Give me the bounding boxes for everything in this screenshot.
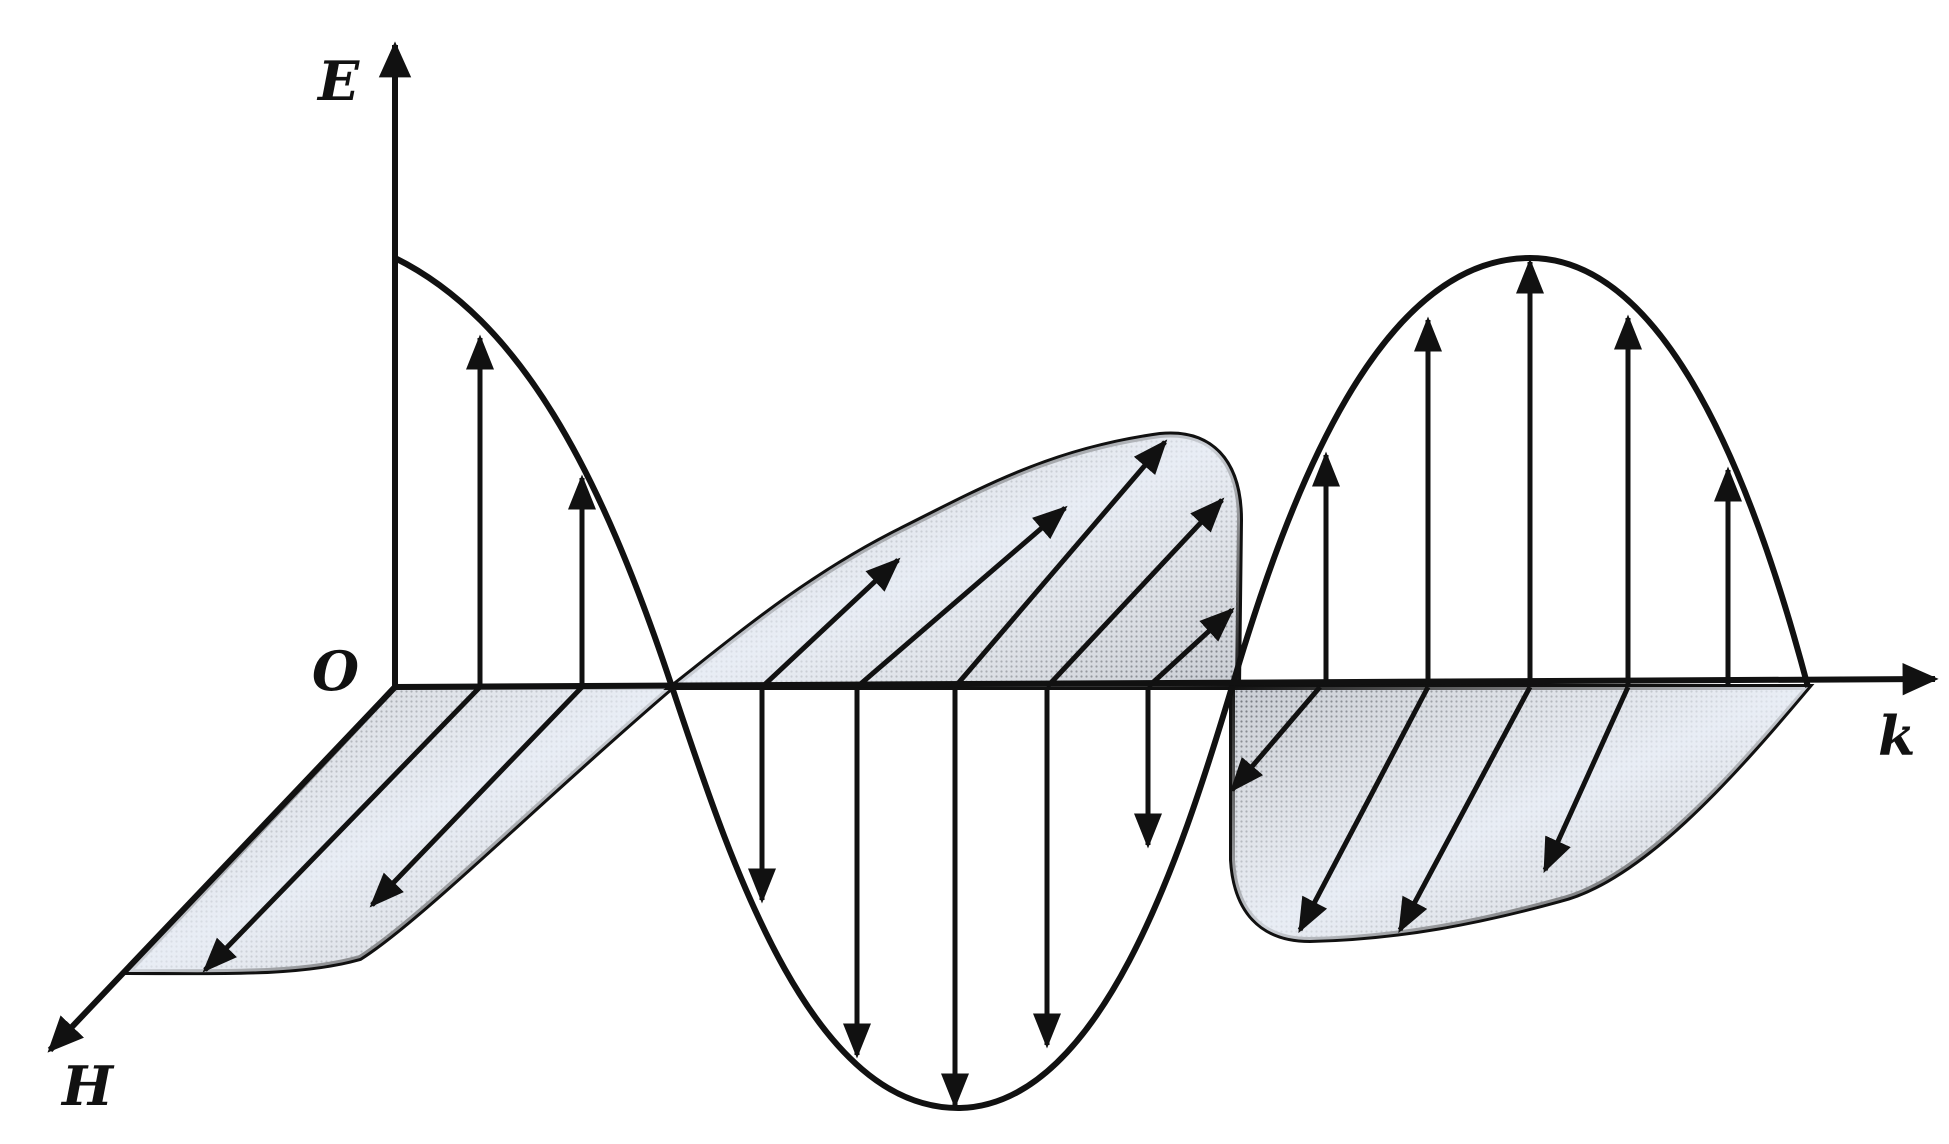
h-field-arrow: [1045, 497, 1225, 689]
e-wave-curve: [393, 254, 1811, 1112]
e-field: [393, 254, 1811, 1112]
e-axis-label: E: [316, 49, 360, 113]
h-field-arrow: [1146, 607, 1235, 689]
h-axis: [47, 684, 398, 1053]
h-field-arrows: [202, 439, 1631, 973]
h-axis-label: H: [60, 1054, 115, 1118]
h-field-arrow: [369, 685, 584, 908]
h-field-arrow: [1297, 685, 1431, 934]
h-lobe-1-sheen: [128, 687, 672, 973]
h-field-arrow: [855, 505, 1068, 689]
e-field-arrows: [466, 258, 1742, 1109]
h-field: [121, 431, 1815, 976]
origin-label: O: [312, 639, 359, 703]
h-field-arrow: [760, 557, 901, 689]
h-field-arrow: [953, 439, 1168, 689]
k-axis: [394, 662, 1939, 696]
h-field-arrow: [1229, 685, 1322, 793]
h-field-arrow: [1397, 685, 1533, 934]
h-field-arrow: [202, 685, 482, 973]
k-axis-label: k: [1878, 704, 1915, 768]
h-lobe-3-sheen: [1232, 687, 1808, 940]
axes: [47, 41, 1939, 1053]
h-field-arrow: [1542, 685, 1631, 874]
h-lobe-2-sheen: [672, 434, 1240, 687]
